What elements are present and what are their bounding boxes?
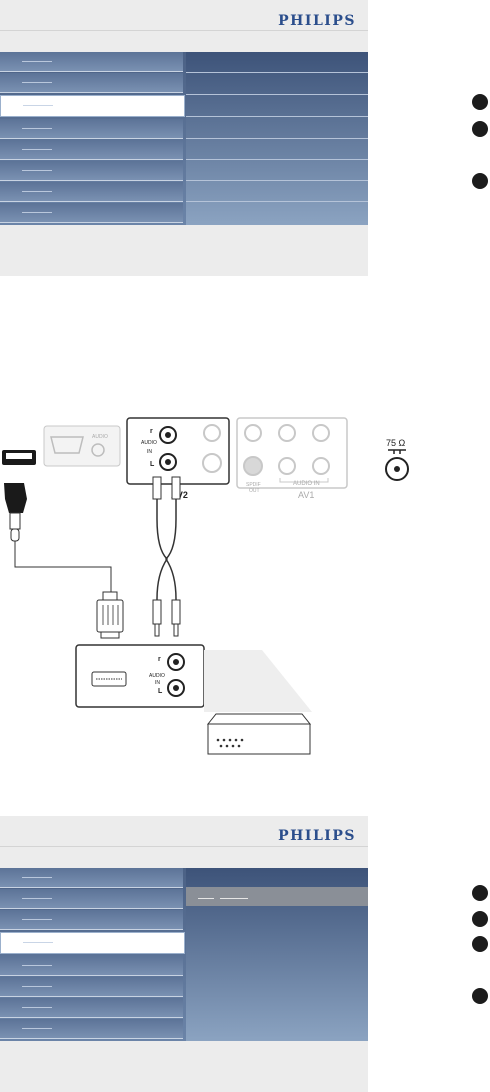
menu-item[interactable] xyxy=(0,203,183,223)
external-device-icon xyxy=(206,713,312,755)
antenna-label: 75 Ω xyxy=(386,438,406,448)
philips-logo: PHILIPS xyxy=(278,13,356,29)
menu-footer xyxy=(0,225,368,276)
menu-item[interactable] xyxy=(0,161,183,181)
audio-label: AUDIO xyxy=(92,434,108,440)
step-bullet-icon xyxy=(472,121,488,137)
av2-panel-icon xyxy=(126,417,230,485)
menu-right-column xyxy=(186,52,368,225)
value-field[interactable] xyxy=(186,887,368,906)
menu-screen-bottom: PHILIPS xyxy=(0,816,368,1092)
spdif-label: SPDIF xyxy=(246,482,261,488)
svg-text:IN: IN xyxy=(155,680,160,686)
menu-item[interactable] xyxy=(0,119,183,139)
hdmi-port-icon xyxy=(2,450,36,465)
menu-item[interactable] xyxy=(0,998,183,1018)
step-bullet-icon xyxy=(472,936,488,952)
dvi-plug-icon xyxy=(96,591,124,639)
av2-l-label: L xyxy=(150,461,155,468)
av2-audio-in-label: AUDIO xyxy=(141,440,157,446)
svg-text:IN: IN xyxy=(147,449,152,455)
svg-text:AUDIO: AUDIO xyxy=(149,673,165,679)
av2-r-label: r xyxy=(150,428,153,435)
menu-item[interactable] xyxy=(0,140,183,160)
menu-screen-top: PHILIPS xyxy=(0,0,368,276)
av1-label: AV1 xyxy=(298,490,314,500)
step-bullet-icon xyxy=(472,911,488,927)
rca-cable-icon xyxy=(152,476,181,637)
menu-item[interactable] xyxy=(0,977,183,997)
menu-item[interactable] xyxy=(0,73,183,93)
menu-right-column xyxy=(186,868,368,1041)
menu-footer xyxy=(0,1041,368,1092)
antenna-socket-icon xyxy=(385,449,409,481)
menu-item[interactable] xyxy=(0,52,183,72)
menu-item[interactable] xyxy=(0,889,183,909)
menu-left-column xyxy=(0,52,185,225)
menu-item[interactable] xyxy=(0,868,183,888)
vga-audio-panel-icon xyxy=(43,425,121,467)
menu-header: PHILIPS xyxy=(0,816,368,868)
philips-logo: PHILIPS xyxy=(278,828,356,844)
step-bullet-icon xyxy=(472,885,488,901)
menu-body xyxy=(0,52,368,225)
menu-item-selected[interactable] xyxy=(0,932,185,954)
svg-text:r: r xyxy=(158,656,161,663)
step-bullet-icon xyxy=(472,988,488,1004)
step-bullet-icon xyxy=(472,94,488,110)
av1-panel-icon xyxy=(236,417,348,489)
menu-item[interactable] xyxy=(0,910,183,930)
menu-item[interactable] xyxy=(0,956,183,976)
svg-text:L: L xyxy=(158,688,163,695)
av1-audio-in-label: AUDIO IN xyxy=(293,481,320,487)
svg-text:OUT: OUT xyxy=(249,488,260,494)
connection-diagram: AUDIO r AUDIO IN L AV2 SPDIF OUT AUDIO I… xyxy=(2,417,409,755)
menu-body xyxy=(0,868,368,1041)
menu-item-selected[interactable] xyxy=(0,95,185,117)
menu-left-column xyxy=(0,868,185,1041)
step-bullet-icon xyxy=(472,173,488,189)
device-panel-icon xyxy=(75,644,205,708)
menu-item[interactable] xyxy=(0,182,183,202)
menu-item[interactable] xyxy=(0,1019,183,1039)
zoom-beam xyxy=(204,650,312,712)
hdmi-cable-icon xyxy=(4,483,112,592)
menu-header: PHILIPS xyxy=(0,0,368,52)
